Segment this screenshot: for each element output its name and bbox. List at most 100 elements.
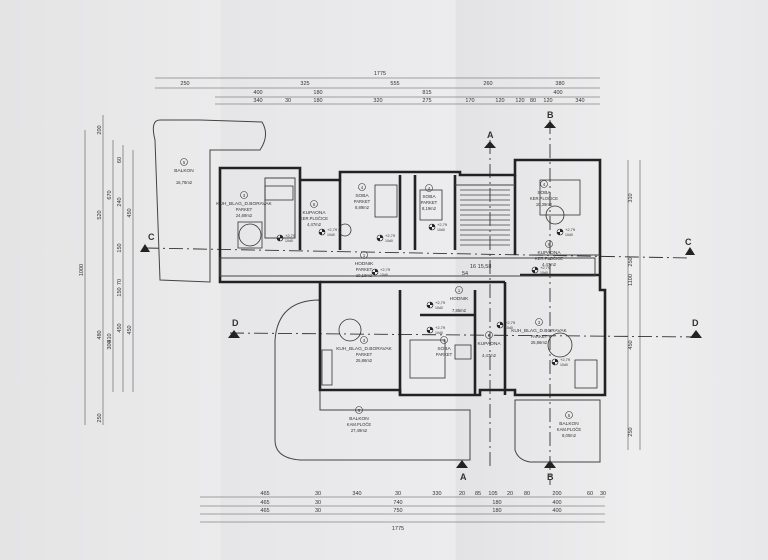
room-num: 3	[243, 193, 246, 198]
section-label-c-left: C	[148, 232, 155, 242]
dim-bottom-3: 180	[492, 508, 501, 514]
svg-text:10d0: 10d0	[540, 271, 548, 275]
room-area: 8,00m2	[562, 433, 577, 438]
section-label-a-top: A	[487, 130, 494, 140]
dim-left-4: 70	[117, 279, 123, 285]
room-name: SOBA	[355, 193, 369, 199]
room-area: 24,69m2	[236, 213, 253, 218]
dim-bottom-1: 30	[395, 491, 401, 497]
room-area: 4,47m2	[482, 353, 497, 358]
dim-left-3: 670	[107, 190, 113, 199]
section-letters: C C D D A A B B	[148, 110, 699, 482]
room-sub: KER.PLOČICE	[530, 196, 558, 201]
room-sub: KAM.PLOČE	[557, 427, 582, 432]
room-name: HODNIK	[355, 261, 374, 267]
section-lines	[144, 120, 701, 485]
room-number-circle	[545, 240, 553, 248]
room-number-circle	[240, 191, 248, 199]
room-name: SOBA	[537, 190, 551, 196]
room-area: 8,19m2	[422, 206, 437, 211]
room-num: 6	[488, 333, 491, 338]
room-num: 6	[313, 202, 316, 207]
room-name: KUPAONA	[477, 341, 501, 347]
room-name: KUH_BLAG_D.BORAVAK	[216, 201, 272, 207]
room-number-circle	[540, 180, 548, 188]
svg-text:10d0: 10d0	[285, 239, 293, 243]
room-number-circle	[360, 336, 368, 344]
stair-count: 54	[462, 271, 468, 277]
walls	[218, 158, 607, 397]
room-sub: PARKET	[436, 352, 453, 357]
dim-left-2: 480	[97, 330, 103, 339]
room-num: 3	[538, 320, 541, 325]
dim-top-4: 320	[373, 98, 382, 104]
dim-top-3: 180	[313, 90, 322, 96]
dim-bottom-1: 330	[432, 491, 441, 497]
room-name: KUPAONA	[302, 210, 326, 216]
dim-bottom-3: 465	[260, 508, 269, 514]
room-number-circle	[358, 183, 366, 191]
dim-left-2: 200	[97, 125, 103, 134]
dim-bottom-total: 1775	[392, 526, 404, 532]
dim-top-4: 30	[285, 98, 291, 104]
room-sub: PARKET	[531, 334, 548, 339]
dim-left-4: 60	[117, 157, 123, 163]
svg-text:10d0: 10d0	[327, 233, 335, 237]
dim-top-4: 80	[530, 98, 536, 104]
dim-bottom-3: 30	[315, 508, 321, 514]
room-area: 10,19m2	[356, 273, 373, 278]
staircase	[460, 189, 510, 246]
dim-bottom-1: 200	[552, 491, 561, 497]
room-number-circle	[355, 406, 363, 414]
room-area: 10,39m2	[536, 202, 553, 207]
dim-bottom-2: 465	[260, 500, 269, 506]
dim-left-total: 1000	[79, 264, 85, 276]
dimension-lines	[84, 77, 641, 523]
svg-text:10d0: 10d0	[435, 306, 443, 310]
svg-text:10d0: 10d0	[560, 363, 568, 367]
svg-text:10d0: 10d0	[380, 273, 388, 277]
svg-text:+2,79: +2,79	[437, 222, 448, 227]
room-number-circle	[425, 184, 433, 192]
svg-text:10d0: 10d0	[435, 331, 443, 335]
dim-bottom-2: 740	[393, 500, 402, 506]
dim-bottom-3: 400	[552, 508, 561, 514]
room-name: SOBA	[437, 346, 451, 352]
dim-left-4: 150	[117, 287, 123, 296]
room-sub: PARKET	[354, 199, 371, 204]
room-num: 1	[458, 288, 461, 293]
dim-top-4: 340	[575, 98, 584, 104]
dim-top-4: 180	[313, 98, 322, 104]
room-number-circle	[535, 318, 543, 326]
room-sub: KER.PLOČICE	[300, 216, 328, 221]
dim-top-3: 815	[422, 90, 431, 96]
room-area: 25,86m2	[531, 340, 548, 345]
room-area: 4,47m2	[307, 222, 322, 227]
room-number-circle	[565, 411, 573, 419]
dim-left-2: 250	[97, 413, 103, 422]
svg-text:+2,79: +2,79	[565, 227, 576, 232]
room-area: 7,85m2	[452, 308, 467, 313]
room-name: KUH_BLAG_D.BORAVAK	[336, 346, 392, 352]
svg-text:+2,79: +2,79	[560, 357, 571, 362]
svg-text:10d0: 10d0	[437, 228, 445, 232]
room-number-circle	[440, 336, 448, 344]
room-num: 4	[443, 338, 446, 343]
room-sub: PARKET	[421, 200, 438, 205]
dim-left-3: 300	[107, 340, 113, 349]
stair-label: 16 15,58	[470, 264, 491, 270]
room-number-circle	[455, 286, 463, 294]
dim-top-2: 380	[555, 81, 564, 87]
room-sub: PARKET	[236, 207, 253, 212]
